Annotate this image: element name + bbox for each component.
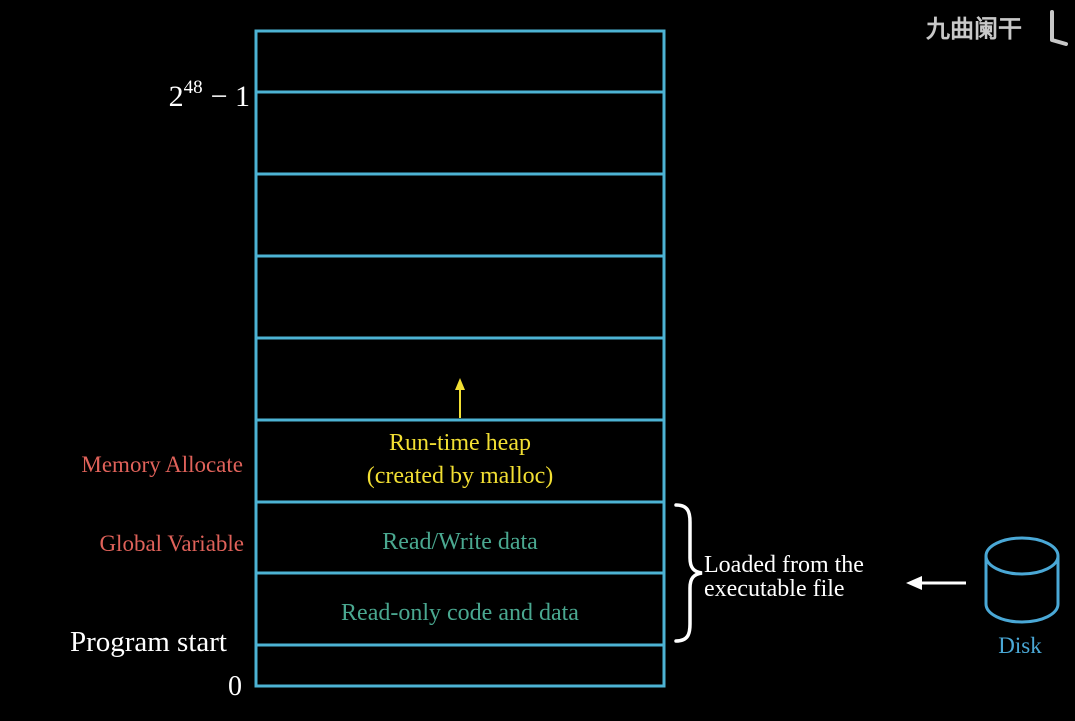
top-address-exponent: 48 bbox=[184, 77, 203, 98]
program-start-label: Program start bbox=[70, 626, 227, 658]
watermark-logo-icon bbox=[1050, 10, 1068, 46]
loaded-from-label-line1: Loaded from the bbox=[704, 552, 864, 578]
memory-column bbox=[254, 29, 666, 688]
heap-growth-arrow-icon bbox=[455, 378, 465, 418]
heap-label-line2: (created by malloc) bbox=[367, 463, 554, 489]
watermark-text: 九曲阑干 bbox=[925, 15, 1022, 43]
curly-brace-icon bbox=[674, 503, 703, 643]
read-write-label: Read/Write data bbox=[382, 529, 538, 555]
top-address-label: 248 − 1 bbox=[169, 77, 250, 113]
heap-label-line1: Run-time heap bbox=[389, 430, 531, 456]
read-only-label: Read-only code and data bbox=[341, 600, 579, 626]
memory-column-outline bbox=[254, 29, 666, 688]
global-variable-label: Global Variable bbox=[99, 531, 244, 556]
top-address-base: 2 bbox=[169, 80, 184, 113]
disk-cylinder-icon bbox=[984, 536, 1060, 624]
top-address-suffix: − 1 bbox=[211, 80, 250, 113]
loaded-from-label-line2: executable file bbox=[704, 576, 845, 602]
load-arrow-icon bbox=[906, 576, 966, 590]
memory-allocate-label: Memory Allocate bbox=[81, 452, 243, 477]
disk-label: Disk bbox=[998, 633, 1042, 658]
bottom-address-label: 0 bbox=[228, 671, 242, 702]
